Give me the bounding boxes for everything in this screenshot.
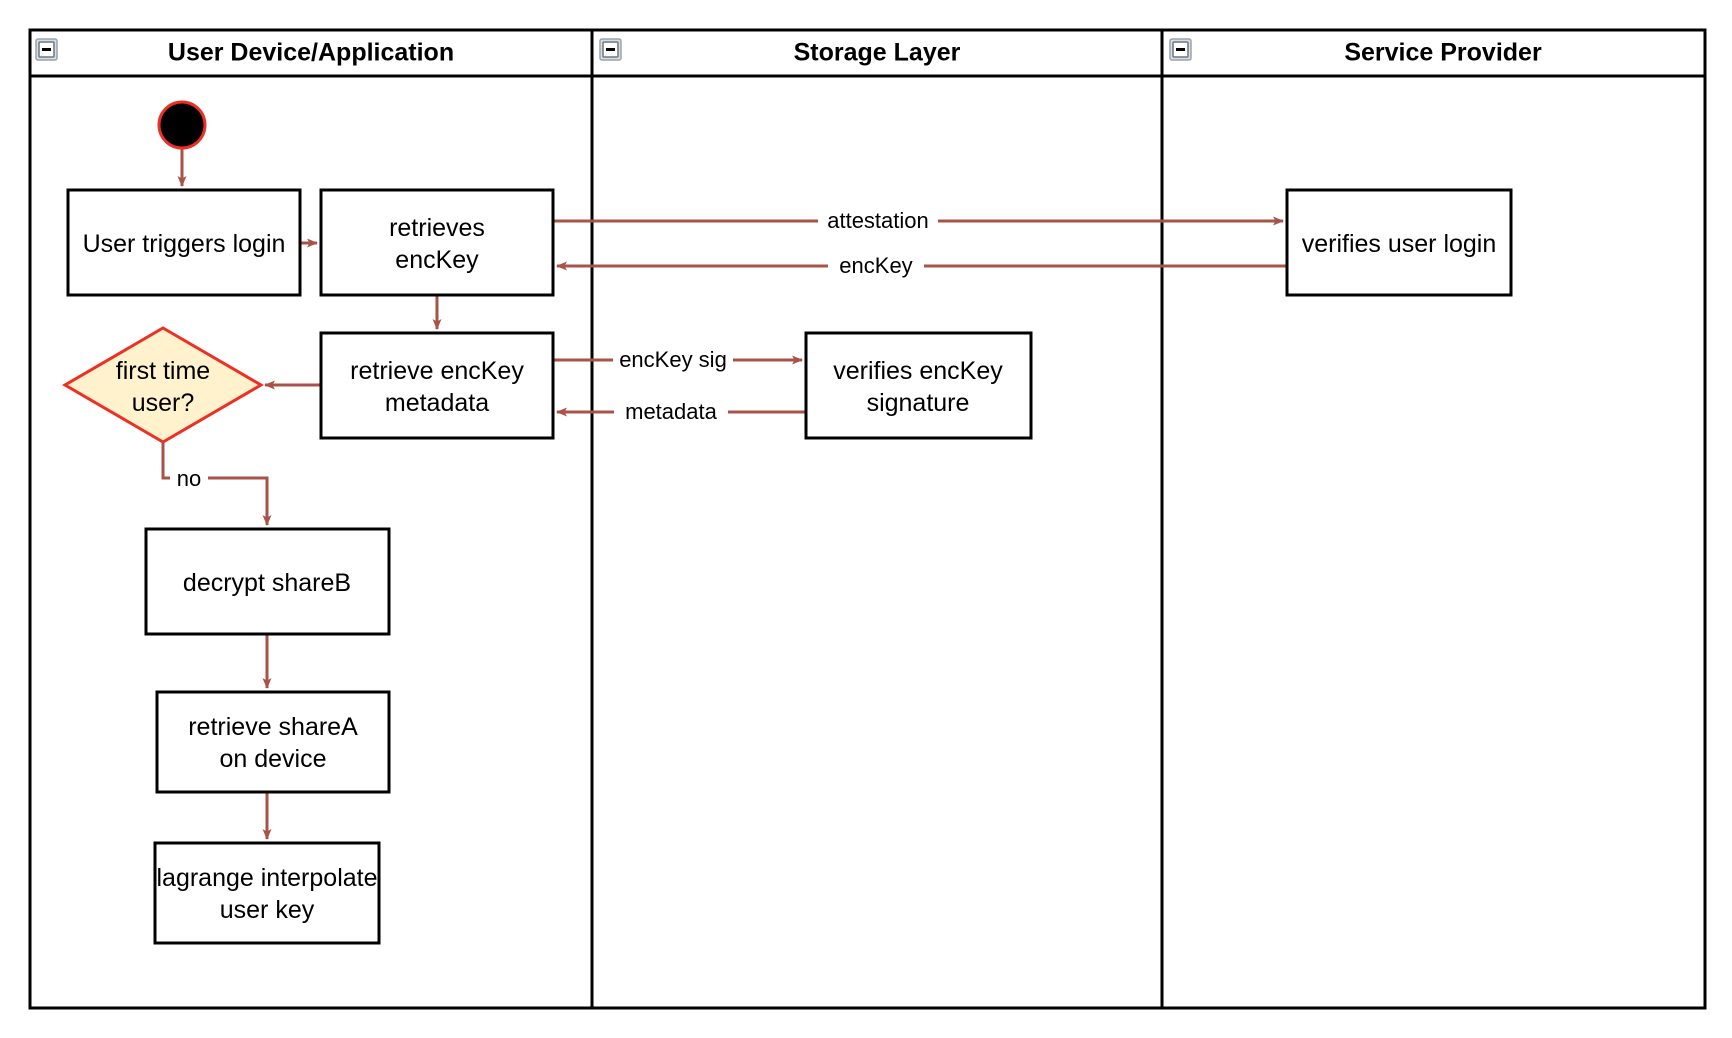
node-label-verifies-sig-line1: verifies encKey [833, 357, 1003, 385]
edge-label-attestation: attestation [818, 207, 938, 234]
edge-label-no-text: no [177, 466, 201, 491]
lane-title-service-provider: Service Provider [1344, 39, 1542, 67]
start-node-circle[interactable] [157, 100, 207, 150]
node-label-verifies-user-login: verifies user login [1302, 230, 1497, 258]
node-label-retrieve-sharea-line2: on device [219, 745, 326, 773]
edge-no-branch [161, 442, 272, 526]
node-label-retrieves-enckey-line2: encKey [395, 246, 479, 274]
collapse-minus-icon[interactable] [599, 38, 622, 61]
node-retrieves-enckey[interactable]: retrieves encKey [319, 188, 555, 297]
node-label-retrieve-metadata-line1: retrieve encKey [350, 357, 524, 385]
node-user-triggers-login[interactable]: User triggers login [66, 188, 302, 297]
node-decrypt-shareb[interactable]: decrypt shareB [144, 527, 391, 636]
node-label-decrypt-shareb: decrypt shareB [183, 569, 351, 597]
node-retrieve-enckey-metadata[interactable]: retrieve encKey metadata [319, 331, 555, 440]
node-label-verifies-sig-line2: signature [867, 389, 970, 417]
edge-label-enckey-sig: encKey sig [613, 346, 733, 373]
diagram-outer-border [28, 28, 1707, 1010]
node-label-lagrange-line2: user key [220, 896, 315, 924]
collapse-minus-icon[interactable] [35, 38, 58, 61]
node-label-first-time-user-line2: user? [132, 389, 195, 417]
edge-label-enckey-text: encKey [839, 253, 912, 278]
edge-label-attestation-text: attestation [827, 208, 929, 233]
decision-diamond-shape[interactable] [62, 326, 264, 444]
lane-header-service-provider[interactable]: Service Provider [1169, 38, 1542, 67]
lane-title-storage: Storage Layer [794, 39, 961, 67]
node-label-lagrange-line1: lagrange interpolate [157, 864, 378, 892]
node-verifies-enckey-signature[interactable]: verifies encKey signature [804, 331, 1033, 440]
lane-header-user-device[interactable]: User Device/Application [35, 38, 454, 67]
edge-label-layer: attestation encKey encKey sig metadata n… [170, 207, 938, 492]
node-first-time-user-decision[interactable]: first time user? [62, 326, 264, 444]
node-verifies-user-login[interactable]: verifies user login [1285, 188, 1513, 297]
edge-label-enckey-sig-text: encKey sig [619, 347, 727, 372]
node-label-first-time-user-line1: first time [116, 357, 210, 385]
collapse-minus-icon[interactable] [1169, 38, 1192, 61]
node-label-retrieve-metadata-line2: metadata [385, 389, 489, 417]
lane-header-storage[interactable]: Storage Layer [599, 38, 961, 67]
node-label-retrieves-enckey-line1: retrieves [389, 214, 485, 242]
node-label-user-triggers-login: User triggers login [83, 230, 286, 258]
node-label-retrieve-sharea-line1: retrieve shareA [188, 713, 358, 741]
lane-title-user-device: User Device/Application [168, 39, 454, 67]
start-node[interactable] [157, 100, 207, 150]
node-lagrange-interpolate-user-key[interactable]: lagrange interpolate user key [153, 841, 381, 945]
edge-label-enckey: encKey [828, 252, 924, 279]
node-retrieve-sharea-on-device[interactable]: retrieve shareA on device [155, 690, 391, 794]
edge-label-metadata: metadata [614, 398, 728, 425]
edge-label-metadata-text: metadata [625, 399, 717, 424]
edge-label-no: no [170, 465, 208, 492]
node-layer: User triggers login retrieves encKey ret… [62, 100, 1513, 945]
swimlane-frame [28, 28, 1707, 1010]
